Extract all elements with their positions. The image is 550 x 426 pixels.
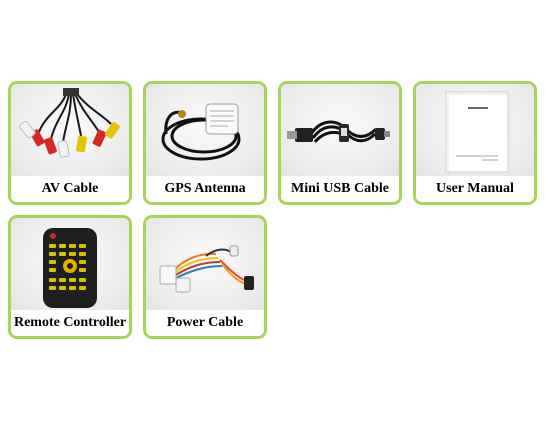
remote-controller-photo (11, 218, 129, 310)
item-label: GPS Antenna (146, 176, 264, 202)
item-label: User Manual (416, 176, 534, 202)
mini-usb-cable-photo (281, 84, 399, 176)
av-cable-photo (11, 84, 129, 176)
power-cable-photo (146, 218, 264, 310)
item-label: AV Cable (11, 176, 129, 202)
item-label: Power Cable (146, 310, 264, 336)
gps-antenna-photo (146, 84, 264, 176)
item-label: Remote Controller (11, 310, 129, 336)
accessory-card-av-cable: AV Cable (8, 81, 132, 205)
accessory-card-gps-antenna: GPS Antenna (143, 81, 267, 205)
accessory-card-power-cable: Power Cable (143, 215, 267, 339)
accessory-card-user-manual: User Manual (413, 81, 537, 205)
accessory-card-mini-usb-cable: Mini USB Cable (278, 81, 402, 205)
accessory-card-remote-controller: Remote Controller (8, 215, 132, 339)
user-manual-photo (416, 84, 534, 176)
item-label: Mini USB Cable (281, 176, 399, 202)
